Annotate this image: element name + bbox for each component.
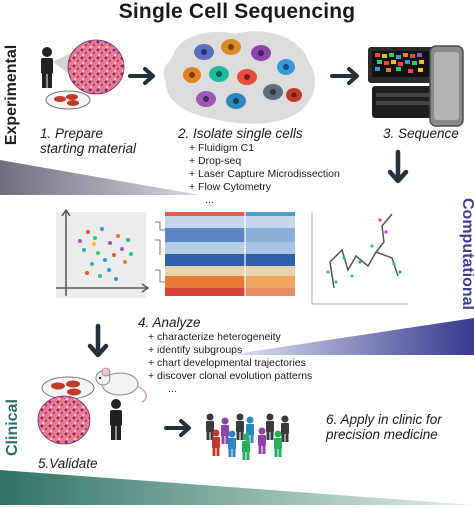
mouse-icon [95,367,148,403]
step1-label-line2: starting material [40,141,137,156]
arrow-down-icon [387,149,409,184]
step2-label: 2. Isolate single cells [178,126,303,141]
isolation-method-item: ... [205,194,214,206]
analysis-goal-item: + discover clonal evolution patterns [148,370,313,382]
isolated-cells [183,39,302,109]
isolation-methods-list: + Fluidigm C1 + Drop-seq + Laser Capture… [189,142,340,207]
scatter-plot-icon [56,208,150,298]
step6-label: 6. Apply in clinic for precision medicin… [326,412,442,442]
petri-dish-icon [45,90,91,110]
step3-label: 3. Sequence [383,126,459,141]
clinical-wedge [0,470,474,505]
arrow-right-icon [330,67,359,85]
step6-label-line2: precision medicine [326,427,438,442]
person-icon [110,399,122,440]
analysis-goal-item: + chart developmental trajectories [148,357,306,369]
arrow-right-icon [128,67,155,85]
sequencer-icon [368,45,464,127]
isolation-method-item: + Drop-seq [189,155,242,167]
step1-label-line1: 1. Prepare [40,126,104,141]
patient-group-icon [206,413,289,460]
analysis-goal-item: + characterize heterogeneity [148,331,281,343]
step1-label: 1. Prepare starting material [40,126,136,156]
analysis-goal-item: ... [168,383,177,395]
isolation-method-item: + Flow Cytometry [189,181,271,193]
isolation-method-item: + Fluidigm C1 [189,142,255,154]
person-icon [41,47,53,88]
tissue-sample-icon [37,395,91,445]
step6-label-line1: 6. Apply in clinic for [326,412,442,427]
computational-wedge [228,318,474,355]
tissue-sample-icon [67,39,125,95]
petri-dish-icon [41,376,95,400]
step5-label: 5.Validate [38,456,98,471]
arrow-down-icon [87,323,109,358]
arrow-right-icon [164,419,191,437]
heatmap-icon [155,212,295,296]
trajectory-plot-icon [311,212,408,305]
analysis-goals-list: + characterize heterogeneity + identify … [148,331,312,396]
figure-title: Single Cell Sequencing [118,0,356,23]
experimental-wedge [0,160,200,195]
analysis-goal-item: + identify subgroups [148,344,243,356]
isolation-method-item: + Laser Capture Microdissection [189,168,340,180]
step4-label: 4. Analyze [138,315,201,330]
